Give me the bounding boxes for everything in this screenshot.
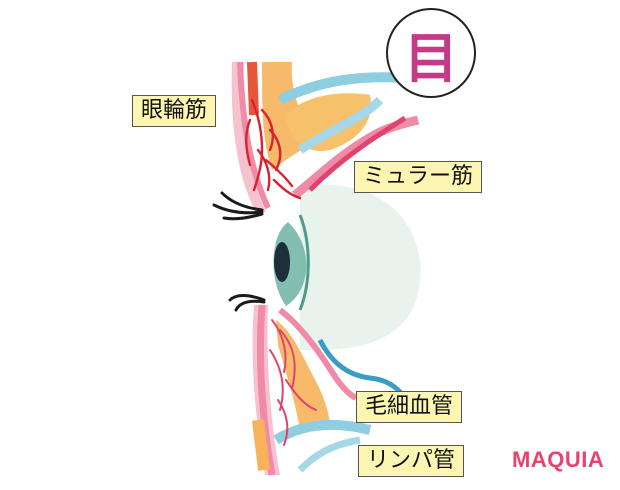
eye-kanji-badge: 目 bbox=[386, 8, 476, 98]
orbicularis-vessels bbox=[245, 98, 302, 200]
lower-eyelashes bbox=[228, 294, 266, 312]
lower-lid-pink bbox=[256, 304, 276, 476]
orbital-fat bbox=[285, 93, 371, 151]
label-muller-muscle: ミュラー筋 bbox=[354, 161, 483, 193]
brand-logo: MAQUIA bbox=[512, 447, 605, 472]
pupil bbox=[274, 242, 290, 282]
lower-capillaries bbox=[269, 319, 317, 446]
upper-lymph-vessel-2 bbox=[297, 96, 384, 154]
lower-lymph-vessel-2 bbox=[273, 419, 372, 445]
lower-muscle bbox=[278, 307, 358, 401]
eye-surface bbox=[298, 214, 310, 311]
label-orbicularis-muscle: 眼輪筋 bbox=[132, 95, 217, 127]
lower-lid-orange-bottom bbox=[252, 419, 270, 471]
eyeball-haze bbox=[300, 184, 421, 350]
label-lymph-vessel: リンパ管 bbox=[358, 445, 465, 477]
lower-lymph-vessel-3 bbox=[297, 436, 361, 473]
levator-muscle bbox=[308, 115, 407, 192]
label-capillary: 毛細血管 bbox=[356, 391, 463, 423]
upper-eyelashes bbox=[212, 191, 264, 221]
eye-kanji: 目 bbox=[404, 26, 458, 90]
lower-lid-fat bbox=[276, 320, 330, 430]
